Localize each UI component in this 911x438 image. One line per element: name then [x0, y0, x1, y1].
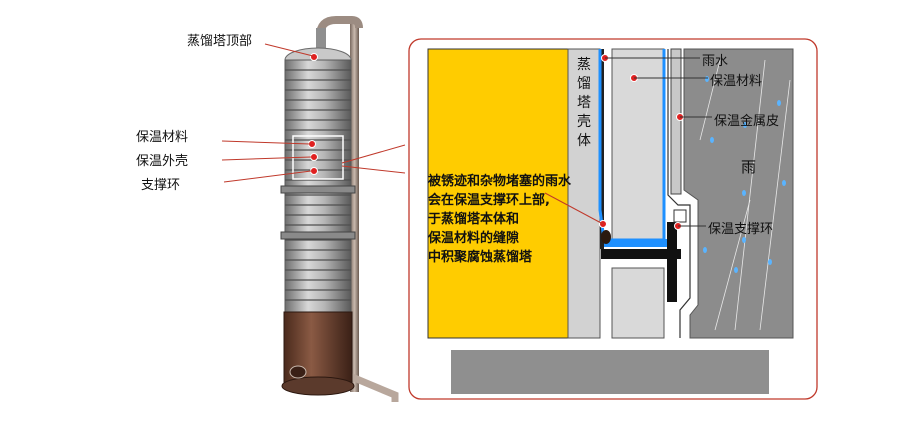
shell-gap: [600, 49, 604, 249]
top-nozzle: [316, 28, 326, 50]
label-rain: 雨: [741, 158, 757, 176]
label-rain-water: 雨水: [702, 54, 729, 69]
label-support-ring: 支撑环: [141, 178, 181, 193]
flange-middle: [280, 231, 356, 240]
water-pool: [604, 239, 667, 247]
support-ring-stem: [667, 222, 677, 302]
insulation-block-upper: [611, 48, 665, 242]
outer-weather-wall: [683, 48, 794, 339]
metal-jacket-upper: [670, 48, 682, 195]
label-insulation-material: 保温材料: [136, 130, 189, 145]
tower-skirt: [281, 376, 355, 396]
note-line-3: 于蒸馏塔本体和: [428, 212, 520, 227]
label-metal-jacket: 保温金属皮: [714, 114, 780, 129]
bottom-gray-bar: [451, 350, 769, 394]
side-pipe: [350, 22, 359, 392]
note-line-1: 被锈迹和杂物堵塞的雨水: [428, 174, 572, 189]
note-line-5: 中积聚腐蚀蒸馏塔: [428, 250, 533, 265]
tower-leader-lines: [221, 43, 406, 183]
top-pipe-elbow: [316, 16, 363, 37]
label-insulation-shell: 保温外壳: [136, 154, 189, 169]
label-tower-top: 蒸馏塔顶部: [187, 34, 253, 49]
insulation-block-lower: [611, 267, 665, 339]
rust-debris: [601, 230, 611, 244]
rain-streaks: [699, 59, 791, 331]
note-line-2: 会在保温支撑环上部,: [428, 193, 550, 208]
bottom-pipe: [338, 368, 399, 402]
manway: [289, 365, 307, 379]
distillation-tower-illustration: [280, 16, 399, 402]
corrosion-note: 被锈迹和杂物堵塞的雨水 会在保温支撑环上部, 于蒸馏塔本体和 保温材料的缝隙 中…: [428, 172, 571, 267]
jacket-hook: [673, 209, 687, 223]
note-leader: [544, 192, 604, 225]
cross-section-detail: [427, 48, 794, 394]
tower-body-section: [427, 48, 569, 339]
tower-rings: [285, 69, 351, 301]
label-tower-shell-vertical: 蒸馏塔壳体: [577, 57, 591, 149]
support-ring-bar: [601, 249, 681, 259]
note-line-4: 保温材料的缝隙: [428, 231, 520, 246]
flange-upper: [280, 185, 356, 194]
label-detail-insulation: 保温材料: [710, 74, 763, 89]
label-detail-support-ring: 保温支撑环: [708, 222, 774, 237]
metal-jacket-line: [667, 49, 691, 338]
